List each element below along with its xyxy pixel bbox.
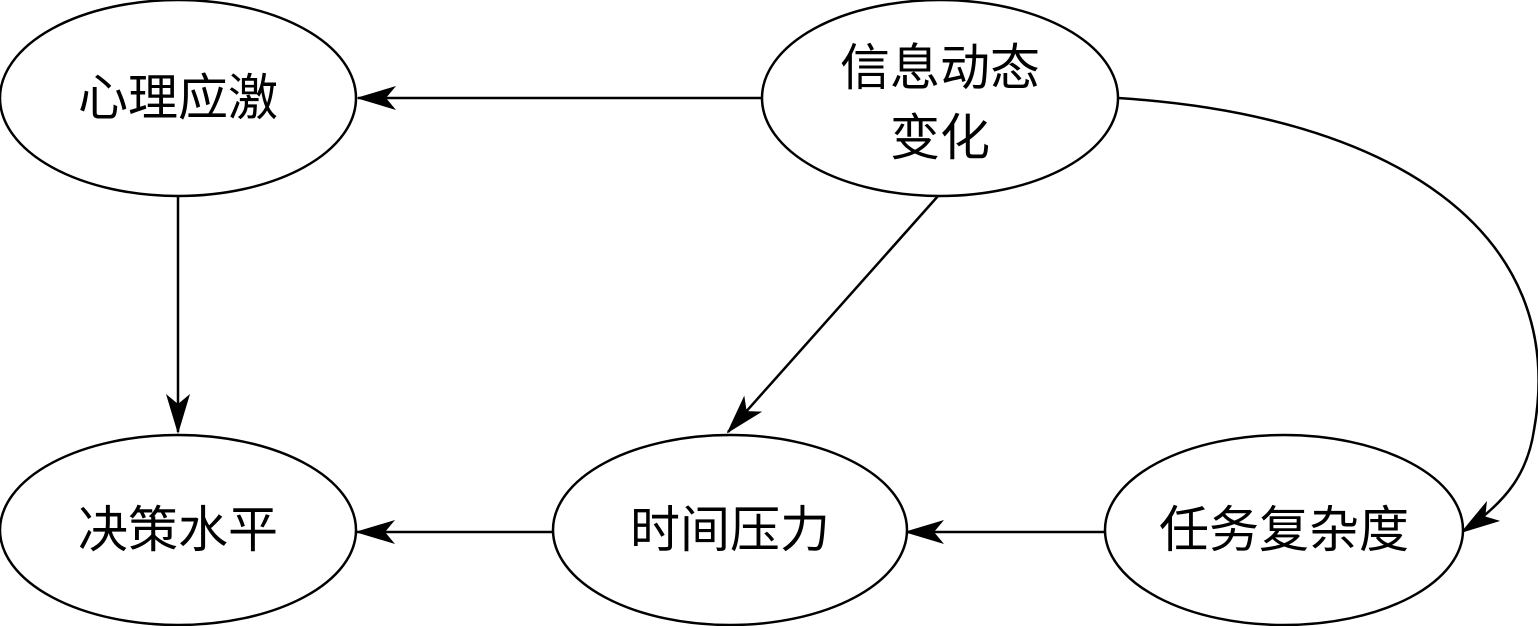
edges xyxy=(166,83,1538,544)
node-info-dynamic-change-label-line2: 变化 xyxy=(890,109,990,167)
node-info-dynamic-change: 信息动态 变化 xyxy=(760,0,1120,198)
edge-info-to-time-pressure xyxy=(726,195,939,434)
node-time-pressure-ellipse xyxy=(551,433,909,626)
node-time-pressure: 时间压力 xyxy=(551,433,909,626)
node-info-dynamic-change-label-line1: 信息动态 xyxy=(840,39,1040,97)
node-psychological-stress: 心理应激 xyxy=(0,0,358,198)
node-task-complexity-label: 任务复杂度 xyxy=(1159,501,1409,559)
node-decision-level-ellipse xyxy=(0,433,358,626)
node-psychological-stress-ellipse xyxy=(0,0,358,198)
node-decision-level: 决策水平 xyxy=(0,433,358,626)
edge-info-complexity-bidirectional xyxy=(1079,83,1538,534)
node-info-dynamic-change-ellipse xyxy=(760,0,1120,198)
node-decision-level-label: 决策水平 xyxy=(78,501,278,559)
node-task-complexity: 任务复杂度 xyxy=(1103,433,1465,626)
node-psychological-stress-label: 心理应激 xyxy=(78,69,278,127)
node-time-pressure-label: 时间压力 xyxy=(630,501,830,559)
node-task-complexity-ellipse xyxy=(1103,433,1465,626)
